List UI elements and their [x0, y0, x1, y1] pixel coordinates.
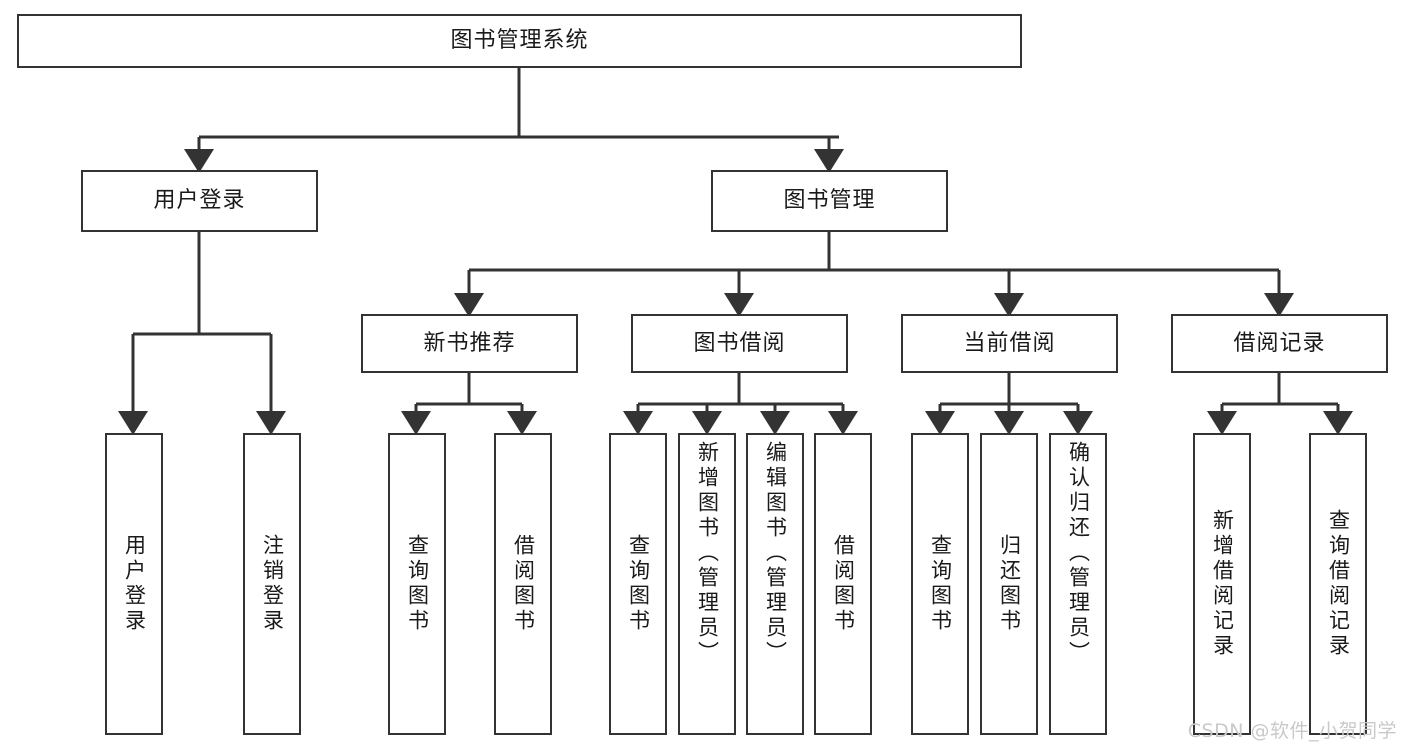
node-new-book-recommend-label: 新书推荐 [423, 330, 516, 356]
leaf-user-login-login[interactable]: 用户登录 [105, 433, 163, 735]
node-root[interactable]: 图书管理系统 [17, 14, 1022, 68]
leaf-borrow-record-add[interactable]: 新增借阅记录 [1193, 433, 1251, 735]
leaf-book-borrow-edit[interactable]: 编辑图书（管理员） [746, 433, 804, 735]
node-user-login[interactable]: 用户登录 [81, 170, 318, 232]
leaf-label: 借阅图书 [831, 534, 856, 634]
csdn-watermark: CSDN @软件_小贺同学 [1187, 720, 1397, 742]
leaf-label: 用户登录 [122, 534, 147, 634]
node-book-management-label: 图书管理 [783, 188, 876, 214]
node-current-borrow[interactable]: 当前借阅 [901, 314, 1118, 373]
leaf-current-borrow-query[interactable]: 查询图书 [911, 433, 969, 735]
leaf-borrow-record-query[interactable]: 查询借阅记录 [1309, 433, 1367, 735]
node-current-borrow-label: 当前借阅 [963, 330, 1056, 356]
leaf-label: 查询借阅记录 [1326, 509, 1351, 659]
node-borrow-record-label: 借阅记录 [1233, 330, 1326, 356]
leaf-label: 借阅图书 [511, 534, 536, 634]
leaf-book-borrow-borrow[interactable]: 借阅图书 [814, 433, 872, 735]
leaf-new-book-borrow[interactable]: 借阅图书 [494, 433, 552, 735]
leaf-label: 查询图书 [626, 534, 651, 634]
leaf-label: 查询图书 [405, 534, 430, 634]
leaf-label: 新增图书（管理员） [695, 441, 720, 666]
leaf-new-book-query[interactable]: 查询图书 [388, 433, 446, 735]
leaf-label: 确认归还（管理员） [1066, 441, 1091, 666]
leaf-current-borrow-return[interactable]: 归还图书 [980, 433, 1038, 735]
leaf-label: 新增借阅记录 [1210, 509, 1235, 659]
node-book-management[interactable]: 图书管理 [711, 170, 948, 232]
node-root-label: 图书管理系统 [450, 28, 589, 54]
node-book-borrow[interactable]: 图书借阅 [631, 314, 848, 373]
leaf-label: 查询图书 [928, 534, 953, 634]
node-borrow-record[interactable]: 借阅记录 [1171, 314, 1388, 373]
node-book-borrow-label: 图书借阅 [693, 330, 786, 356]
leaf-label: 归还图书 [997, 534, 1022, 634]
node-user-login-label: 用户登录 [153, 188, 246, 214]
node-new-book-recommend[interactable]: 新书推荐 [361, 314, 578, 373]
leaf-book-borrow-add[interactable]: 新增图书（管理员） [678, 433, 736, 735]
leaf-label: 注销登录 [260, 534, 285, 634]
leaf-label: 编辑图书（管理员） [763, 441, 788, 666]
leaf-user-login-logout[interactable]: 注销登录 [243, 433, 301, 735]
leaf-current-borrow-confirm[interactable]: 确认归还（管理员） [1049, 433, 1107, 735]
leaf-book-borrow-query[interactable]: 查询图书 [609, 433, 667, 735]
